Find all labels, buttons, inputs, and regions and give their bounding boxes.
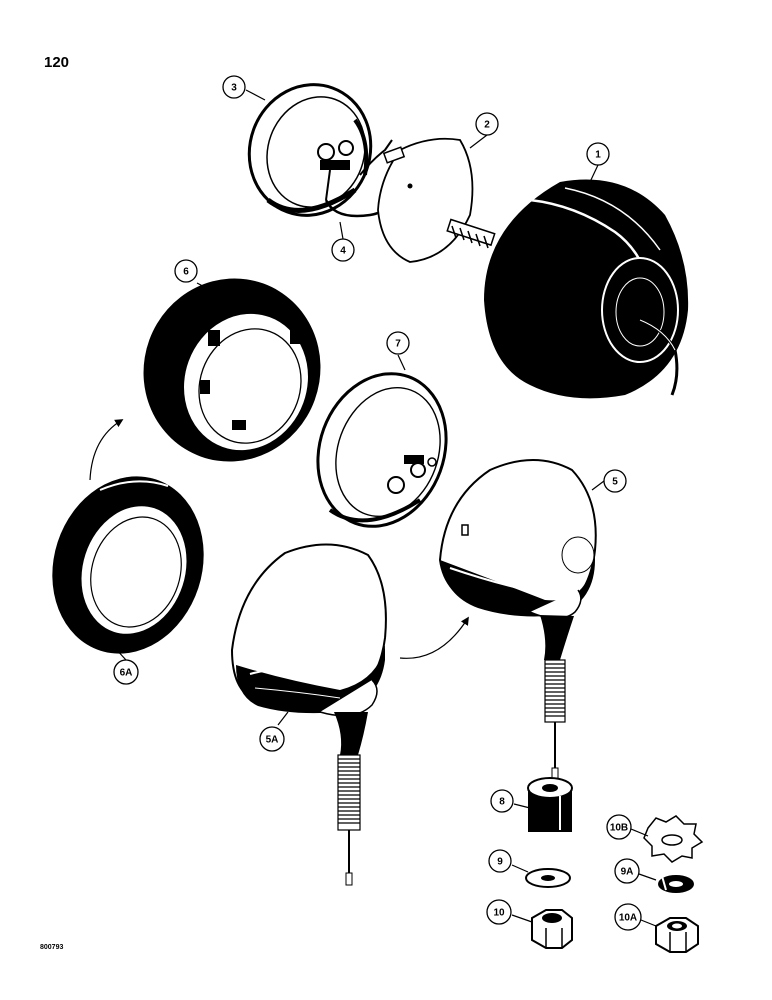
callout-10b: 10B xyxy=(606,814,632,840)
svg-text:2: 2 xyxy=(484,120,490,131)
part-3-reflector-ring xyxy=(247,83,373,217)
svg-text:10: 10 xyxy=(493,908,505,919)
part-9a-lock-washer xyxy=(658,875,694,893)
bulb-socket-icon xyxy=(387,455,437,494)
svg-text:8: 8 xyxy=(499,797,505,808)
part-8-spacer xyxy=(527,777,573,832)
svg-text:3: 3 xyxy=(231,83,237,94)
part-6a-gasket xyxy=(52,476,204,654)
callout-9a: 9A xyxy=(614,858,640,884)
part-6-bezel xyxy=(143,272,321,462)
callout-1: 1 xyxy=(586,142,610,166)
curved-arrow-icon xyxy=(399,616,469,659)
part-10a-hex-nut xyxy=(655,917,699,953)
part-5-lamp-assembly xyxy=(438,459,597,781)
callout-6a: 6A xyxy=(113,659,139,685)
curved-arrow-icon xyxy=(89,419,124,481)
bulb-socket-icon xyxy=(317,140,354,201)
part-10b-star-washer xyxy=(643,815,704,863)
svg-text:5A: 5A xyxy=(266,735,279,746)
callout-8: 8 xyxy=(490,789,514,813)
svg-text:1: 1 xyxy=(595,150,601,161)
part-1-housing xyxy=(484,179,689,399)
leader-lines xyxy=(114,89,657,927)
callout-7: 7 xyxy=(386,331,410,355)
svg-text:5: 5 xyxy=(612,477,618,488)
callout-6: 6 xyxy=(174,259,198,283)
part-7-reflector-ring xyxy=(316,372,448,528)
svg-text:10B: 10B xyxy=(610,823,628,834)
page-number: 120 xyxy=(44,54,70,71)
callout-5a: 5A xyxy=(259,726,285,752)
svg-text:9A: 9A xyxy=(621,867,634,878)
svg-text:9: 9 xyxy=(497,857,503,868)
svg-text:6: 6 xyxy=(183,267,189,278)
part-9-washer xyxy=(525,868,571,888)
callout-10a: 10A xyxy=(614,903,642,931)
callout-10: 10 xyxy=(486,899,512,925)
callout-4: 4 xyxy=(331,238,355,262)
part-2-mounting-plate xyxy=(377,137,496,263)
svg-text:4: 4 xyxy=(340,246,346,257)
svg-text:7: 7 xyxy=(395,339,401,350)
callout-5: 5 xyxy=(603,469,627,493)
part-10-hex-nut xyxy=(531,909,573,949)
callout-3: 3 xyxy=(222,75,246,99)
reference-code: 800793 xyxy=(40,944,64,951)
callout-9: 9 xyxy=(488,849,512,873)
part-4-wire-lead xyxy=(359,139,393,176)
mounting-bolt-icon xyxy=(446,218,496,249)
svg-text:10A: 10A xyxy=(619,913,637,924)
svg-text:6A: 6A xyxy=(120,668,133,679)
callout-2: 2 xyxy=(475,112,499,136)
part-5a-lamp-assembly xyxy=(230,543,387,886)
